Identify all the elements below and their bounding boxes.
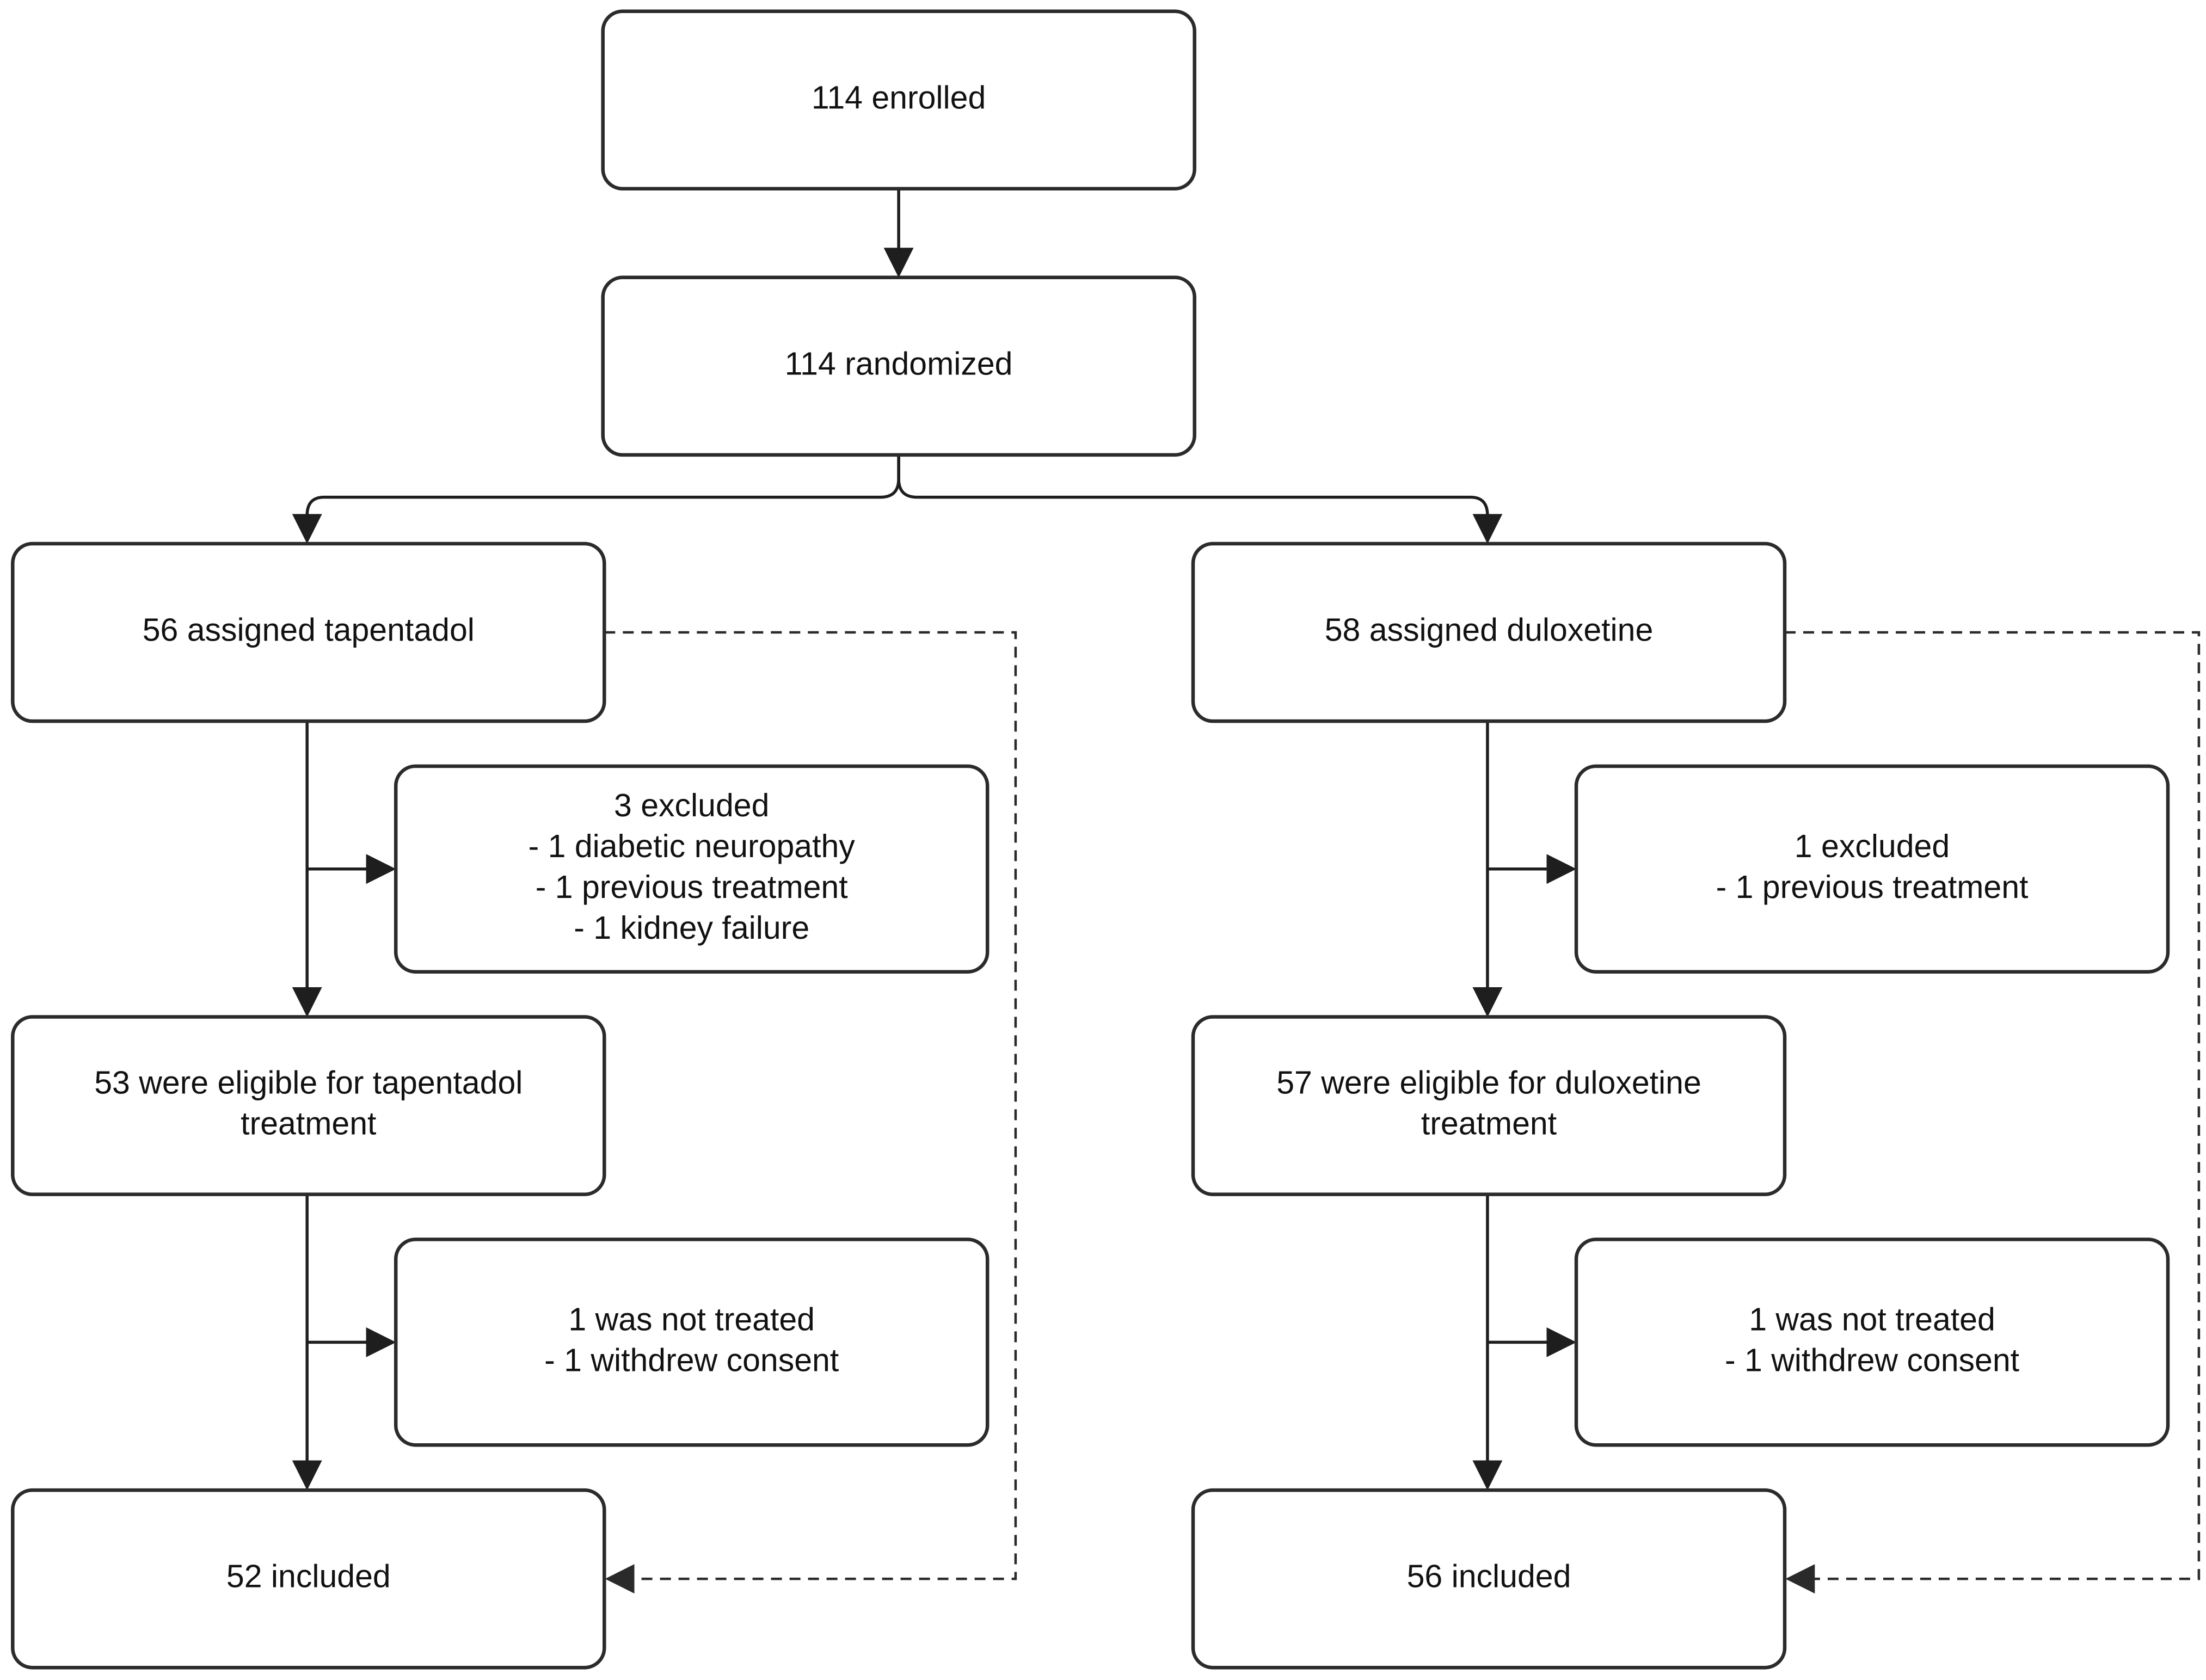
node-box [394, 1238, 990, 1447]
node-enrolled: 114 enrolled [601, 9, 1196, 191]
node-box [601, 275, 1196, 457]
node-eligible-duloxetine: 57 were eligible for duloxetine treatment [1191, 1015, 1787, 1196]
node-included-tapentadol: 52 included [11, 1488, 606, 1670]
node-text-line: - 1 withdrew consent [1725, 1342, 2019, 1378]
node-excluded-duloxetine: 1 excluded - 1 previous treatment [1574, 764, 2170, 974]
node-box [11, 541, 606, 723]
node-text-line: - 1 withdrew consent [544, 1342, 839, 1378]
node-text-line: 114 enrolled [812, 79, 986, 115]
edges-layer [292, 188, 2201, 1594]
node-not-treated-tapentadol: 1 was not treated - 1 withdrew consent [394, 1238, 990, 1447]
node-not-treated-duloxetine: 1 was not treated - 1 withdrew consent [1574, 1238, 2170, 1447]
node-text-line: - 1 kidney failure [574, 910, 809, 946]
node-box [1191, 1015, 1787, 1196]
node-text-line: 52 included [226, 1559, 391, 1595]
node-box [11, 1488, 606, 1670]
node-assigned-tapentadol: 56 assigned tapentadol [11, 541, 606, 723]
node-text-line: - 1 previous treatment [1716, 869, 2029, 905]
nodes-layer: 114 enrolled 114 randomized 56 assigned ta… [11, 9, 2170, 1670]
node-text-line: 1 was not treated [568, 1301, 815, 1337]
node-text-line: 56 assigned tapentadol [143, 612, 475, 648]
node-text-line: treatment [241, 1106, 376, 1142]
node-text-line: 3 excluded [614, 787, 769, 823]
node-box [601, 9, 1196, 191]
node-box [11, 1015, 606, 1196]
node-text-line: 56 included [1407, 1559, 1571, 1595]
node-box [1191, 541, 1787, 723]
node-text-line: 1 excluded [1795, 828, 1950, 864]
node-text-line: 58 assigned duloxetine [1325, 612, 1654, 648]
node-text-line: 1 was not treated [1749, 1301, 1995, 1337]
node-eligible-tapentadol: 53 were eligible for tapentadol treatment [11, 1015, 606, 1196]
node-randomized: 114 randomized [601, 275, 1196, 457]
node-excluded-tapentadol: 3 excluded - 1 diabetic neuropathy - 1 pre… [394, 764, 990, 974]
node-text-line: - 1 diabetic neuropathy [529, 828, 856, 864]
node-box [394, 764, 990, 974]
arrow-randomized-to-assigned-tapentadol [292, 454, 900, 544]
node-box [1191, 1488, 1787, 1670]
dashed-arrow-assigned-tapentadol-to-included-tapentadol [604, 631, 1017, 1594]
node-text-line: treatment [1421, 1106, 1557, 1142]
node-included-duloxetine: 56 included [1191, 1488, 1787, 1670]
node-text-line: 53 were eligible for tapentadol [94, 1065, 523, 1101]
node-text-line: - 1 previous treatment [536, 869, 848, 905]
node-box [1574, 1238, 2170, 1447]
node-text-line: 114 randomized [785, 346, 1013, 381]
node-assigned-duloxetine: 58 assigned duloxetine [1191, 541, 1787, 723]
arrow-randomized-to-assigned-duloxetine [897, 454, 1503, 544]
node-text-line: 57 were eligible for duloxetine [1276, 1065, 1701, 1101]
dashed-arrow-assigned-duloxetine-to-included-duloxetine [1785, 631, 2201, 1594]
node-box [1574, 764, 2170, 974]
